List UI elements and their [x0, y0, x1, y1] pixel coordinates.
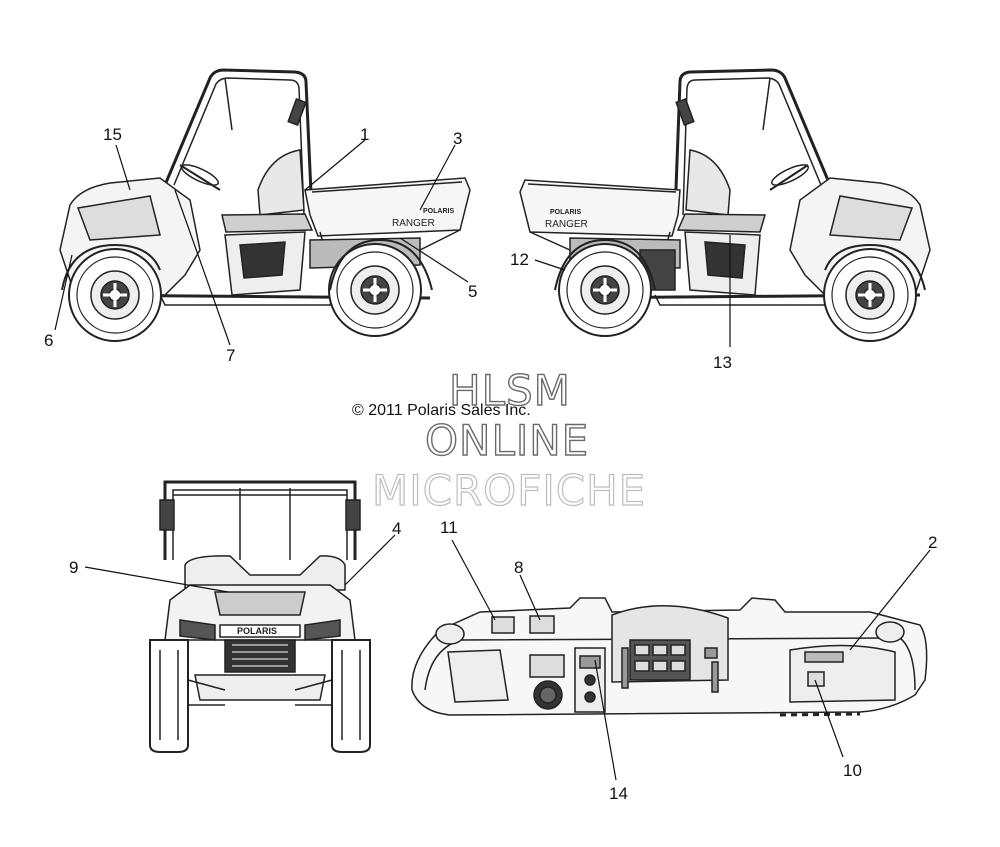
- watermark-microfiche: MICROFICHE: [371, 466, 647, 515]
- callout-7: 7: [226, 346, 236, 365]
- callout-11: 11: [440, 518, 458, 537]
- seat: [257, 149, 305, 216]
- dashboard-view: [411, 597, 928, 717]
- left-bed-brand: POLARIS: [423, 208, 454, 215]
- callout-10: 10: [843, 761, 862, 780]
- roll-cage: [163, 480, 357, 560]
- copyright-notice: © 2011 Polaris Sales Inc.: [352, 402, 531, 419]
- front-grille-brand: POLARIS: [237, 626, 277, 636]
- leader-lines: [54, 139, 931, 781]
- left-side-view: [59, 68, 471, 343]
- callout-14: 14: [609, 784, 628, 803]
- roll-cage: [673, 68, 832, 216]
- left-bed-model: RANGER: [392, 218, 435, 229]
- callout-13: 13: [713, 353, 732, 372]
- front-view: [149, 480, 371, 753]
- callout-2: 2: [928, 533, 938, 552]
- callout-4: 4: [392, 519, 402, 538]
- decal-10: [807, 671, 825, 687]
- callout-6: 6: [44, 331, 54, 350]
- callout-8: 8: [514, 558, 524, 577]
- callout-12: 12: [510, 250, 529, 269]
- callout-5: 5: [468, 282, 478, 301]
- callout-9: 9: [69, 558, 79, 577]
- decal-11: [491, 616, 515, 634]
- right-bed-model: RANGER: [545, 219, 588, 230]
- decal-8: [529, 615, 555, 634]
- seat: [685, 149, 731, 216]
- right-side-view: [519, 68, 931, 343]
- watermark-online: ONLINE: [424, 416, 590, 465]
- grille: [219, 624, 301, 638]
- right-bed-brand: POLARIS: [550, 209, 581, 216]
- roll-cage: [163, 68, 314, 216]
- watermark-hlsm: HLSM: [448, 366, 571, 415]
- callout-3: 3: [453, 129, 463, 148]
- callout-15: 15: [103, 125, 122, 144]
- callout-1: 1: [360, 125, 370, 144]
